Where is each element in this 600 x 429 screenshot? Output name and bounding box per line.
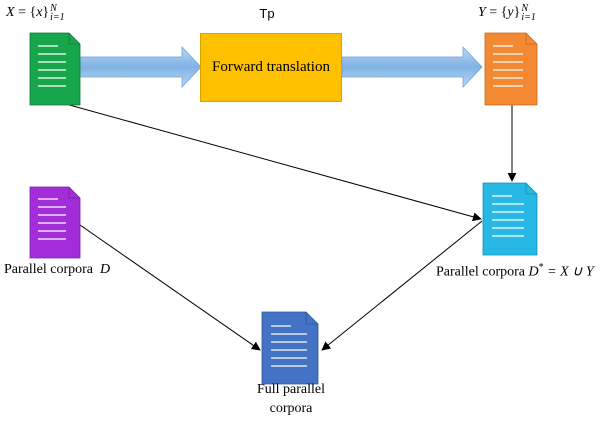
arrow-parallel-to-full: [79, 224, 261, 351]
flow-arrow-translation-to-y: [341, 45, 483, 89]
y-close: }: [513, 5, 521, 21]
arrow-x-to-dstar: [54, 100, 482, 222]
forward-translation-box: Forward translation: [200, 33, 342, 102]
parallel-text: Parallel corpora: [4, 262, 94, 277]
x-var: X: [6, 5, 15, 21]
full-line2: corpora: [269, 401, 313, 416]
y-sup: N: [521, 3, 529, 14]
dstar-sup: *: [538, 262, 544, 273]
dstar-eq: = X ∪ Y: [543, 264, 594, 280]
full-parallel-corpora-label: Full parallel corpora: [236, 380, 346, 418]
dstar-label: Parallel corpora D* = X ∪ Y: [436, 262, 594, 281]
arrow-dstar-to-full: [321, 220, 483, 351]
doc-y-icon: [484, 32, 538, 106]
full-line1: Full parallel: [256, 382, 326, 397]
doc-full-icon: [261, 311, 319, 385]
flow-arrow-x-to-translation: [79, 45, 202, 89]
y-var: Y: [478, 5, 486, 21]
doc-x-icon: [29, 32, 81, 106]
dstar-text: Parallel corpora: [436, 264, 526, 280]
y-elem: y: [507, 5, 514, 21]
doc-dstar-icon: [482, 182, 538, 256]
x-eq: = {: [14, 5, 37, 21]
doc-parallel-icon: [29, 186, 81, 259]
tp-label: Tp: [259, 6, 275, 21]
y-eq: = {: [485, 5, 508, 21]
forward-translation-label: Forward translation: [212, 59, 330, 75]
x-sup: N: [50, 3, 57, 14]
x-close: }: [42, 5, 50, 21]
x-elem: x: [36, 5, 43, 21]
parallel-corpora-label: Parallel corpora D: [4, 262, 110, 278]
x-sub: i=1: [50, 12, 65, 23]
dstar-var: D: [528, 264, 539, 280]
parallel-var: D: [100, 262, 111, 277]
y-sub: i=1: [521, 12, 536, 23]
